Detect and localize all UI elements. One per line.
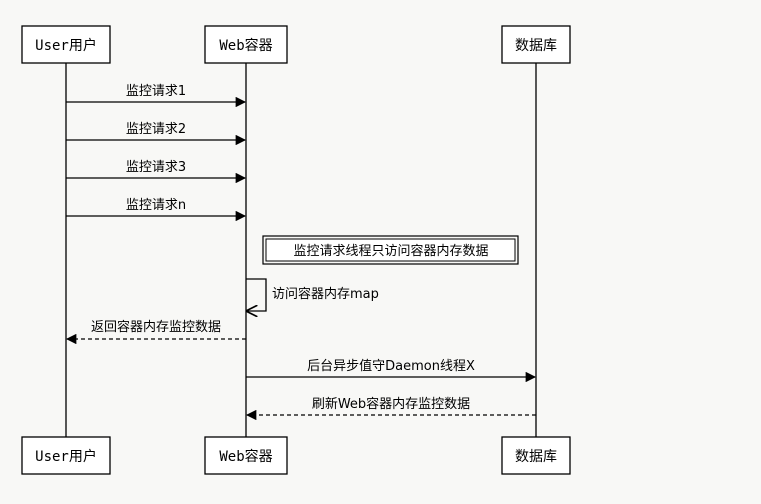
message-request-2: 监控请求2 [66,122,247,146]
actor-db-top-label: 数据库 [515,38,557,54]
message-request-1-label: 监控请求1 [126,84,186,99]
message-self-access-label: 访问容器内存map [272,286,379,302]
message-refresh-label: 刷新Web容器内存监控数据 [312,396,470,412]
message-return-label: 返回容器内存监控数据 [91,319,221,335]
actor-web-top-label: Web容器 [219,37,272,54]
actor-user-bottom-label: User用户 [35,448,97,465]
actor-user-top: User用户 [21,25,111,64]
note-box: 监控请求线程只访问容器内存数据 [262,235,519,265]
actor-web-bottom-label: Web容器 [219,448,272,465]
message-request-3-label: 监控请求3 [126,160,186,175]
message-daemon: 后台异步值守Daemon线程X [246,358,537,383]
actor-user-bottom: User用户 [21,436,111,475]
actor-db-bottom-label: 数据库 [515,449,557,465]
actor-db-top: 数据库 [501,25,571,64]
message-self-access: 访问容器内存map [246,278,379,311]
actor-web-top: Web容器 [204,25,288,64]
actor-web-bottom: Web容器 [204,436,288,475]
message-refresh: 刷新Web容器内存监控数据 [245,396,536,421]
message-request-n-label: 监控请求n [126,198,186,213]
message-daemon-label: 后台异步值守Daemon线程X [307,358,475,374]
message-request-3: 监控请求3 [66,160,247,184]
message-request-1: 监控请求1 [66,84,247,108]
message-return: 返回容器内存监控数据 [65,319,246,345]
actor-user-top-label: User用户 [35,37,97,54]
actor-db-bottom: 数据库 [501,436,571,475]
note-text: 监控请求线程只访问容器内存数据 [293,243,488,259]
message-request-n: 监控请求n [66,198,247,222]
message-request-2-label: 监控请求2 [126,122,186,137]
